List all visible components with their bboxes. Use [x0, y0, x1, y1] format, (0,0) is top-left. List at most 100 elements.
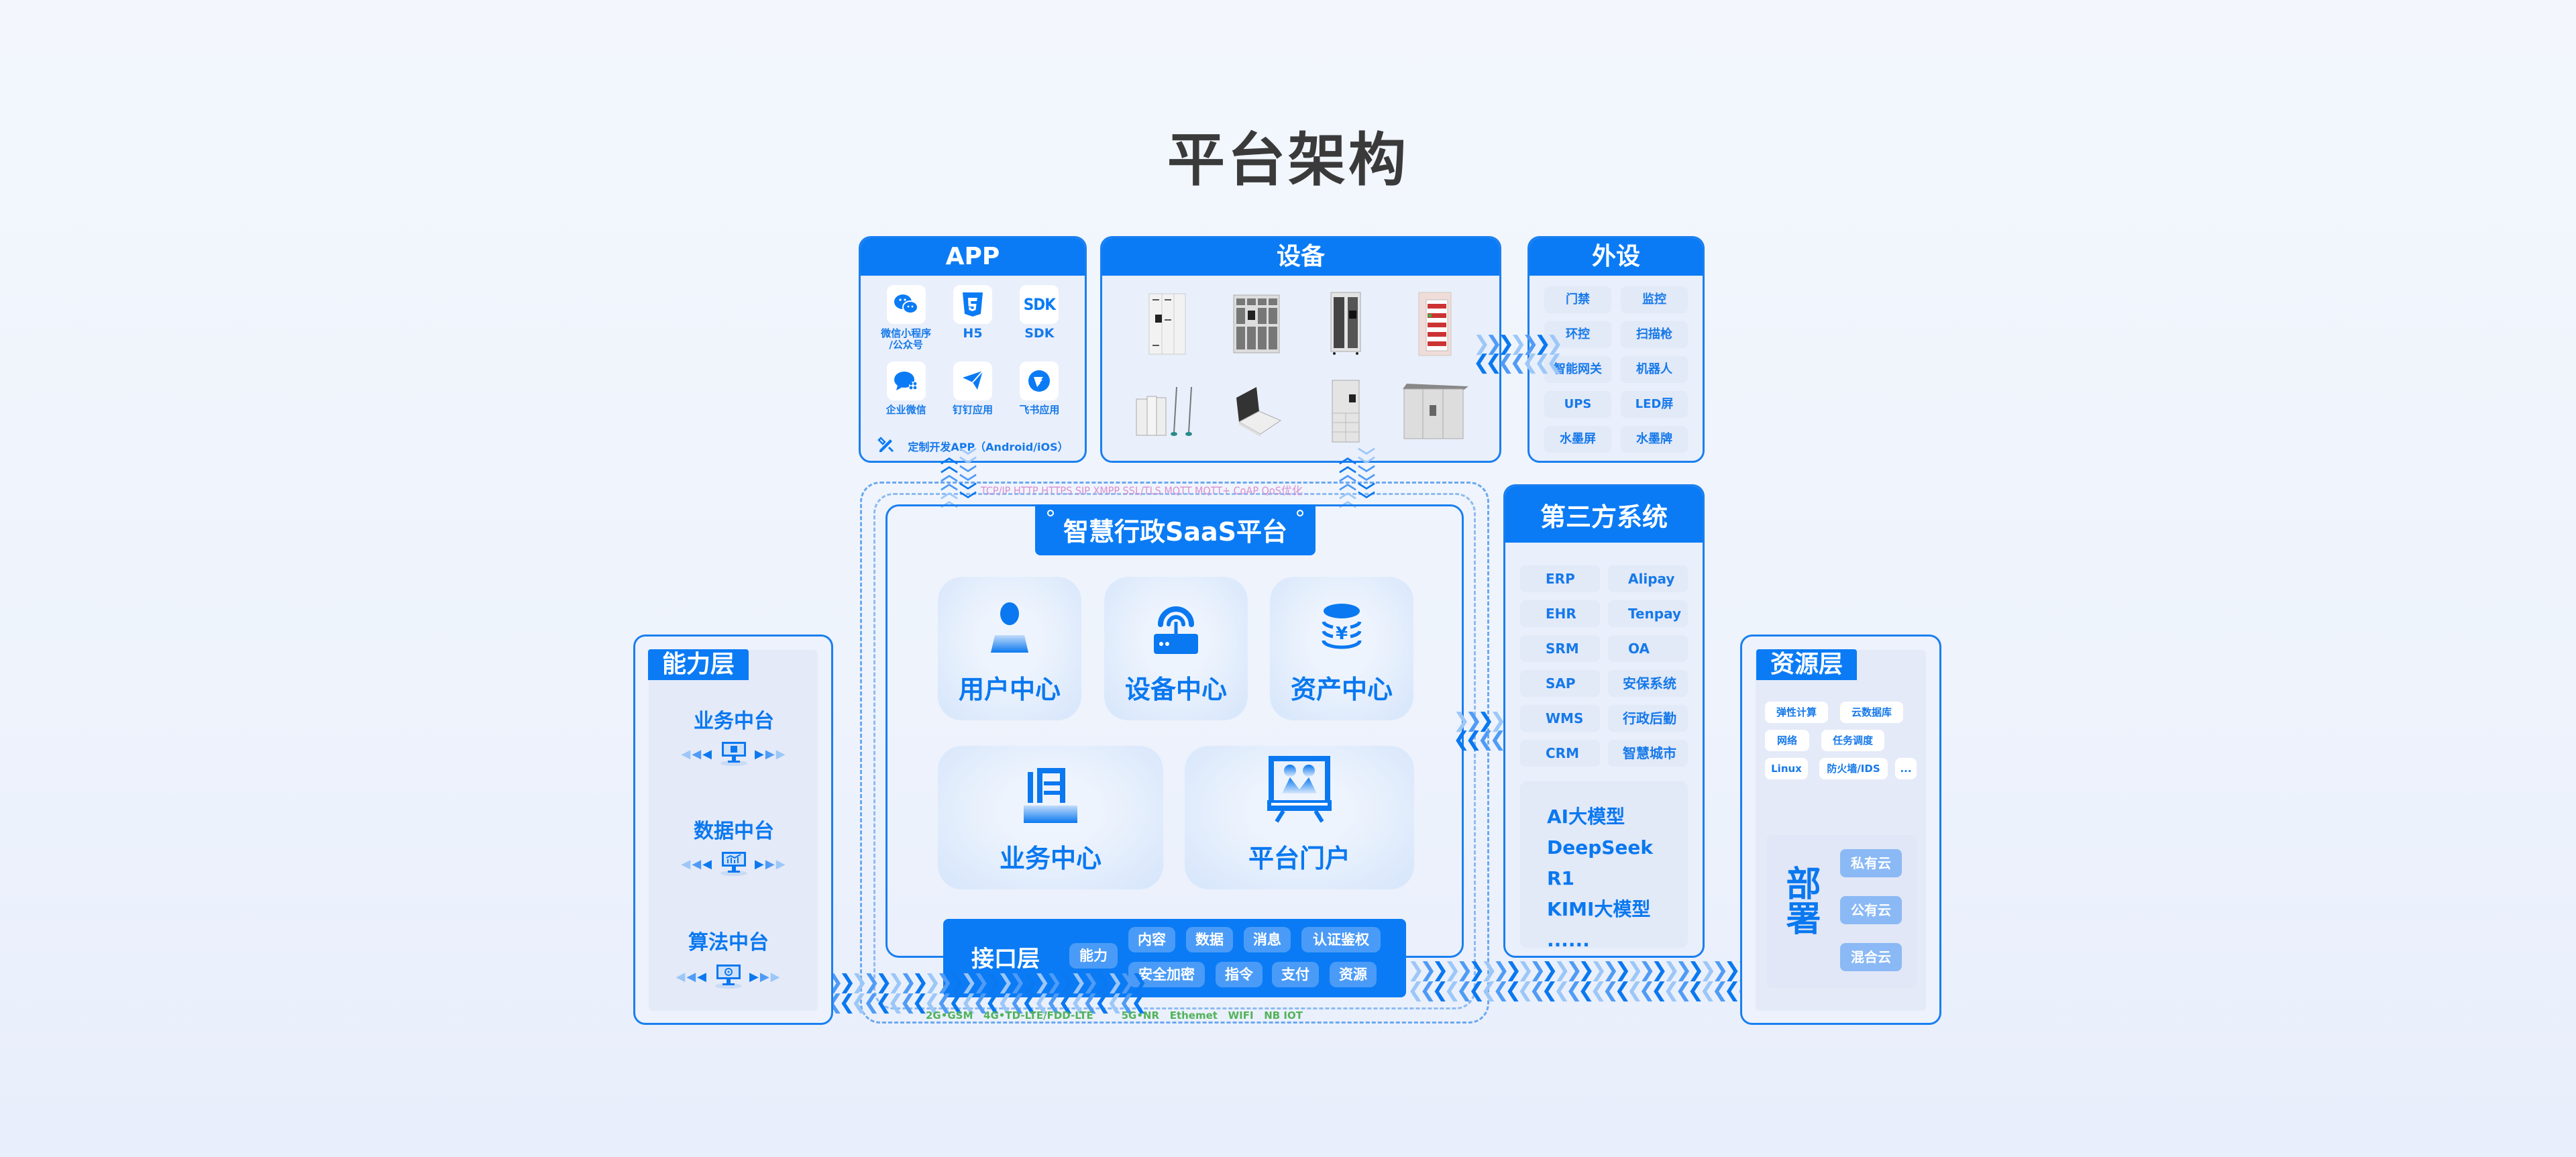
third-party-item[interactable]: Tenpay [1608, 600, 1688, 627]
resource-item[interactable]: 网络 [1765, 730, 1809, 751]
building-icon [1024, 765, 1077, 826]
coins-yuan-icon: ¥ [1322, 603, 1362, 657]
ai-model-item[interactable]: AI大模型 [1547, 806, 1625, 828]
resource-item[interactable]: 弹性计算 [1765, 702, 1828, 723]
peripheral-item[interactable]: 机器人 [1621, 356, 1688, 383]
device-toolbox-terminal[interactable] [1212, 378, 1301, 445]
right-triangles-icon: ▶▶▶ [755, 857, 787, 871]
app-item-feishu[interactable]: 飞书应用 [1006, 362, 1073, 433]
interface-chip[interactable]: 内容 [1128, 927, 1175, 952]
interface-chip[interactable]: 指令 [1216, 962, 1263, 987]
center-label: 用户中心 [958, 675, 1061, 704]
custom-app-label: 定制开发APP（Android/iOS） [908, 441, 1069, 453]
app-item-dingtalk[interactable]: 钉钉应用 [939, 362, 1006, 433]
interface-layer-title: 接口层 [971, 946, 1040, 973]
resource-item[interactable]: Linux [1765, 758, 1808, 779]
peripheral-item[interactable]: LED屏 [1621, 391, 1688, 418]
deploy-title: 部署 [1780, 865, 1820, 935]
algorithm-monitor-icon [714, 963, 743, 991]
device-file-cabinet[interactable] [1301, 378, 1390, 445]
third-party-item[interactable]: ERP [1520, 565, 1600, 592]
peripheral-item[interactable]: 水墨屏 [1544, 426, 1611, 453]
peripheral-item[interactable]: 监控 [1621, 286, 1688, 313]
resource-item[interactable]: ... [1895, 758, 1917, 779]
custom-app-row[interactable]: 定制开发APP（Android/iOS） [861, 435, 1085, 457]
third-party-item[interactable]: SRM [1520, 635, 1600, 662]
html5-icon [953, 285, 992, 324]
third-party-item[interactable]: 智慧城市 [1608, 740, 1688, 767]
deploy-option[interactable]: 混合云 [1840, 943, 1902, 971]
interface-chip[interactable]: 资源 [1330, 962, 1377, 987]
peripheral-item[interactable]: 门禁 [1544, 286, 1611, 313]
ai-model-item[interactable]: DeepSeek R1 [1547, 836, 1654, 889]
ai-model-item[interactable]: KIMI大模型 [1547, 898, 1651, 920]
peripheral-item[interactable]: 智能网关 [1544, 356, 1611, 383]
saas-platform-title-text: 智慧行政SaaS平台 [1063, 517, 1288, 547]
resource-item[interactable]: 任务调度 [1821, 730, 1884, 751]
interface-chip[interactable]: 数据 [1186, 927, 1233, 952]
app-item-sdk[interactable]: SDK SDK [1006, 285, 1073, 356]
interface-chip[interactable]: 支付 [1272, 962, 1319, 987]
app-panel-title: APP [861, 238, 1085, 276]
interface-chip-ability[interactable]: 能力 [1069, 943, 1118, 969]
interface-chip[interactable]: 安全加密 [1128, 962, 1205, 987]
peripheral-item[interactable]: UPS [1544, 391, 1611, 418]
peripheral-item[interactable]: 环控 [1544, 321, 1611, 348]
interface-chip[interactable]: 认证鉴权 [1301, 927, 1381, 952]
third-party-item[interactable]: 安保系统 [1608, 670, 1688, 697]
peripherals-panel-title: 外设 [1529, 238, 1703, 276]
peripheral-item[interactable]: 水墨牌 [1621, 426, 1688, 453]
device-platform-up-arrows: ︿︿︿︿︿︿ [1339, 447, 1357, 511]
app-item-label: H5 [963, 326, 983, 341]
third-party-item[interactable]: EHR [1520, 600, 1600, 627]
ai-model-item: ...... [1547, 929, 1590, 951]
third-party-item[interactable]: OA [1608, 635, 1688, 662]
ability-to-interface-arrows: ❯❯❯❯❯❯❯❯❯❯❯❯❯❯❯❯❯❯❯❯❯❯❯❯❯❯❯ [814, 971, 1148, 994]
center-card-device[interactable]: 设备中心 [1104, 577, 1248, 720]
center-card-user[interactable]: 用户中心 [938, 577, 1081, 720]
device-grid-locker[interactable] [1212, 290, 1301, 357]
third-party-item[interactable]: WMS [1520, 705, 1600, 732]
app-item-h5[interactable]: H5 [939, 285, 1006, 356]
ability-layer-inner [649, 650, 818, 1011]
left-triangles-icon: ◀◀◀ [681, 857, 713, 871]
dingtalk-icon [953, 362, 992, 400]
device-vending-fridge[interactable] [1390, 290, 1479, 357]
resource-item[interactable]: 云数据库 [1840, 702, 1903, 723]
third-party-item[interactable]: Alipay [1608, 565, 1688, 592]
app-item-wecom[interactable]: 企业微信 [873, 362, 939, 433]
deploy-option[interactable]: 私有云 [1840, 849, 1902, 877]
sdk-icon: SDK [1020, 285, 1059, 324]
center-label: 平台门户 [1248, 844, 1350, 873]
feishu-icon [1020, 362, 1059, 400]
ability-item-business[interactable]: ◀◀◀ ▶▶▶ [640, 740, 828, 769]
device-to-peripheral-arrows: ❯❯❯❯❯❯❯ [1473, 332, 1563, 355]
interface-to-ability-arrows: ❮❮❮❮❮❮❮❮❮❮❮❮❮❮❮❮❮❮❮❮❮❮❮❮❮❮❮ [814, 991, 1148, 1014]
third-party-item[interactable]: SAP [1520, 670, 1600, 697]
resource-item[interactable]: 防火墙/IDS [1819, 758, 1888, 779]
device-locker-cabinet[interactable] [1122, 290, 1212, 357]
ability-item-label: 算法中台 [688, 931, 769, 954]
right-triangles-icon: ▶▶▶ [755, 747, 787, 761]
app-item-wechat[interactable]: 微信小程序 /公众号 [873, 285, 939, 356]
decor-dot-icon [1297, 510, 1303, 516]
ai-models-box: AI大模型 DeepSeek R1 KIMI大模型 ...... [1520, 781, 1688, 951]
third-party-item[interactable]: 行政后勤 [1608, 705, 1688, 732]
design-tools-icon [877, 435, 896, 457]
app-item-label: 微信小程序 /公众号 [881, 327, 932, 351]
third-party-item[interactable]: CRM [1520, 740, 1600, 767]
deploy-option[interactable]: 公有云 [1840, 896, 1902, 924]
ability-item-algorithm[interactable]: ◀◀◀ ▶▶▶ [635, 963, 822, 991]
ability-item-data[interactable]: ◀◀◀ ▶▶▶ [640, 850, 828, 879]
center-card-asset[interactable]: ¥ 资产中心 [1270, 577, 1413, 720]
device-gateway-with-antennas[interactable] [1122, 378, 1212, 445]
device-outdoor-locker[interactable] [1390, 378, 1479, 445]
center-card-portal[interactable]: 平台门户 [1185, 746, 1414, 889]
saas-platform-title: 智慧行政SaaS平台 [1035, 504, 1316, 555]
peripheral-item[interactable]: 扫描枪 [1621, 321, 1688, 348]
devices-panel: 设备 [1100, 236, 1501, 463]
device-smart-storage-cabinet[interactable] [1301, 290, 1390, 357]
center-card-business[interactable]: 业务中心 [938, 746, 1163, 889]
third-party-panel-title: 第三方系统 [1505, 486, 1703, 543]
interface-chip[interactable]: 消息 [1244, 927, 1291, 952]
